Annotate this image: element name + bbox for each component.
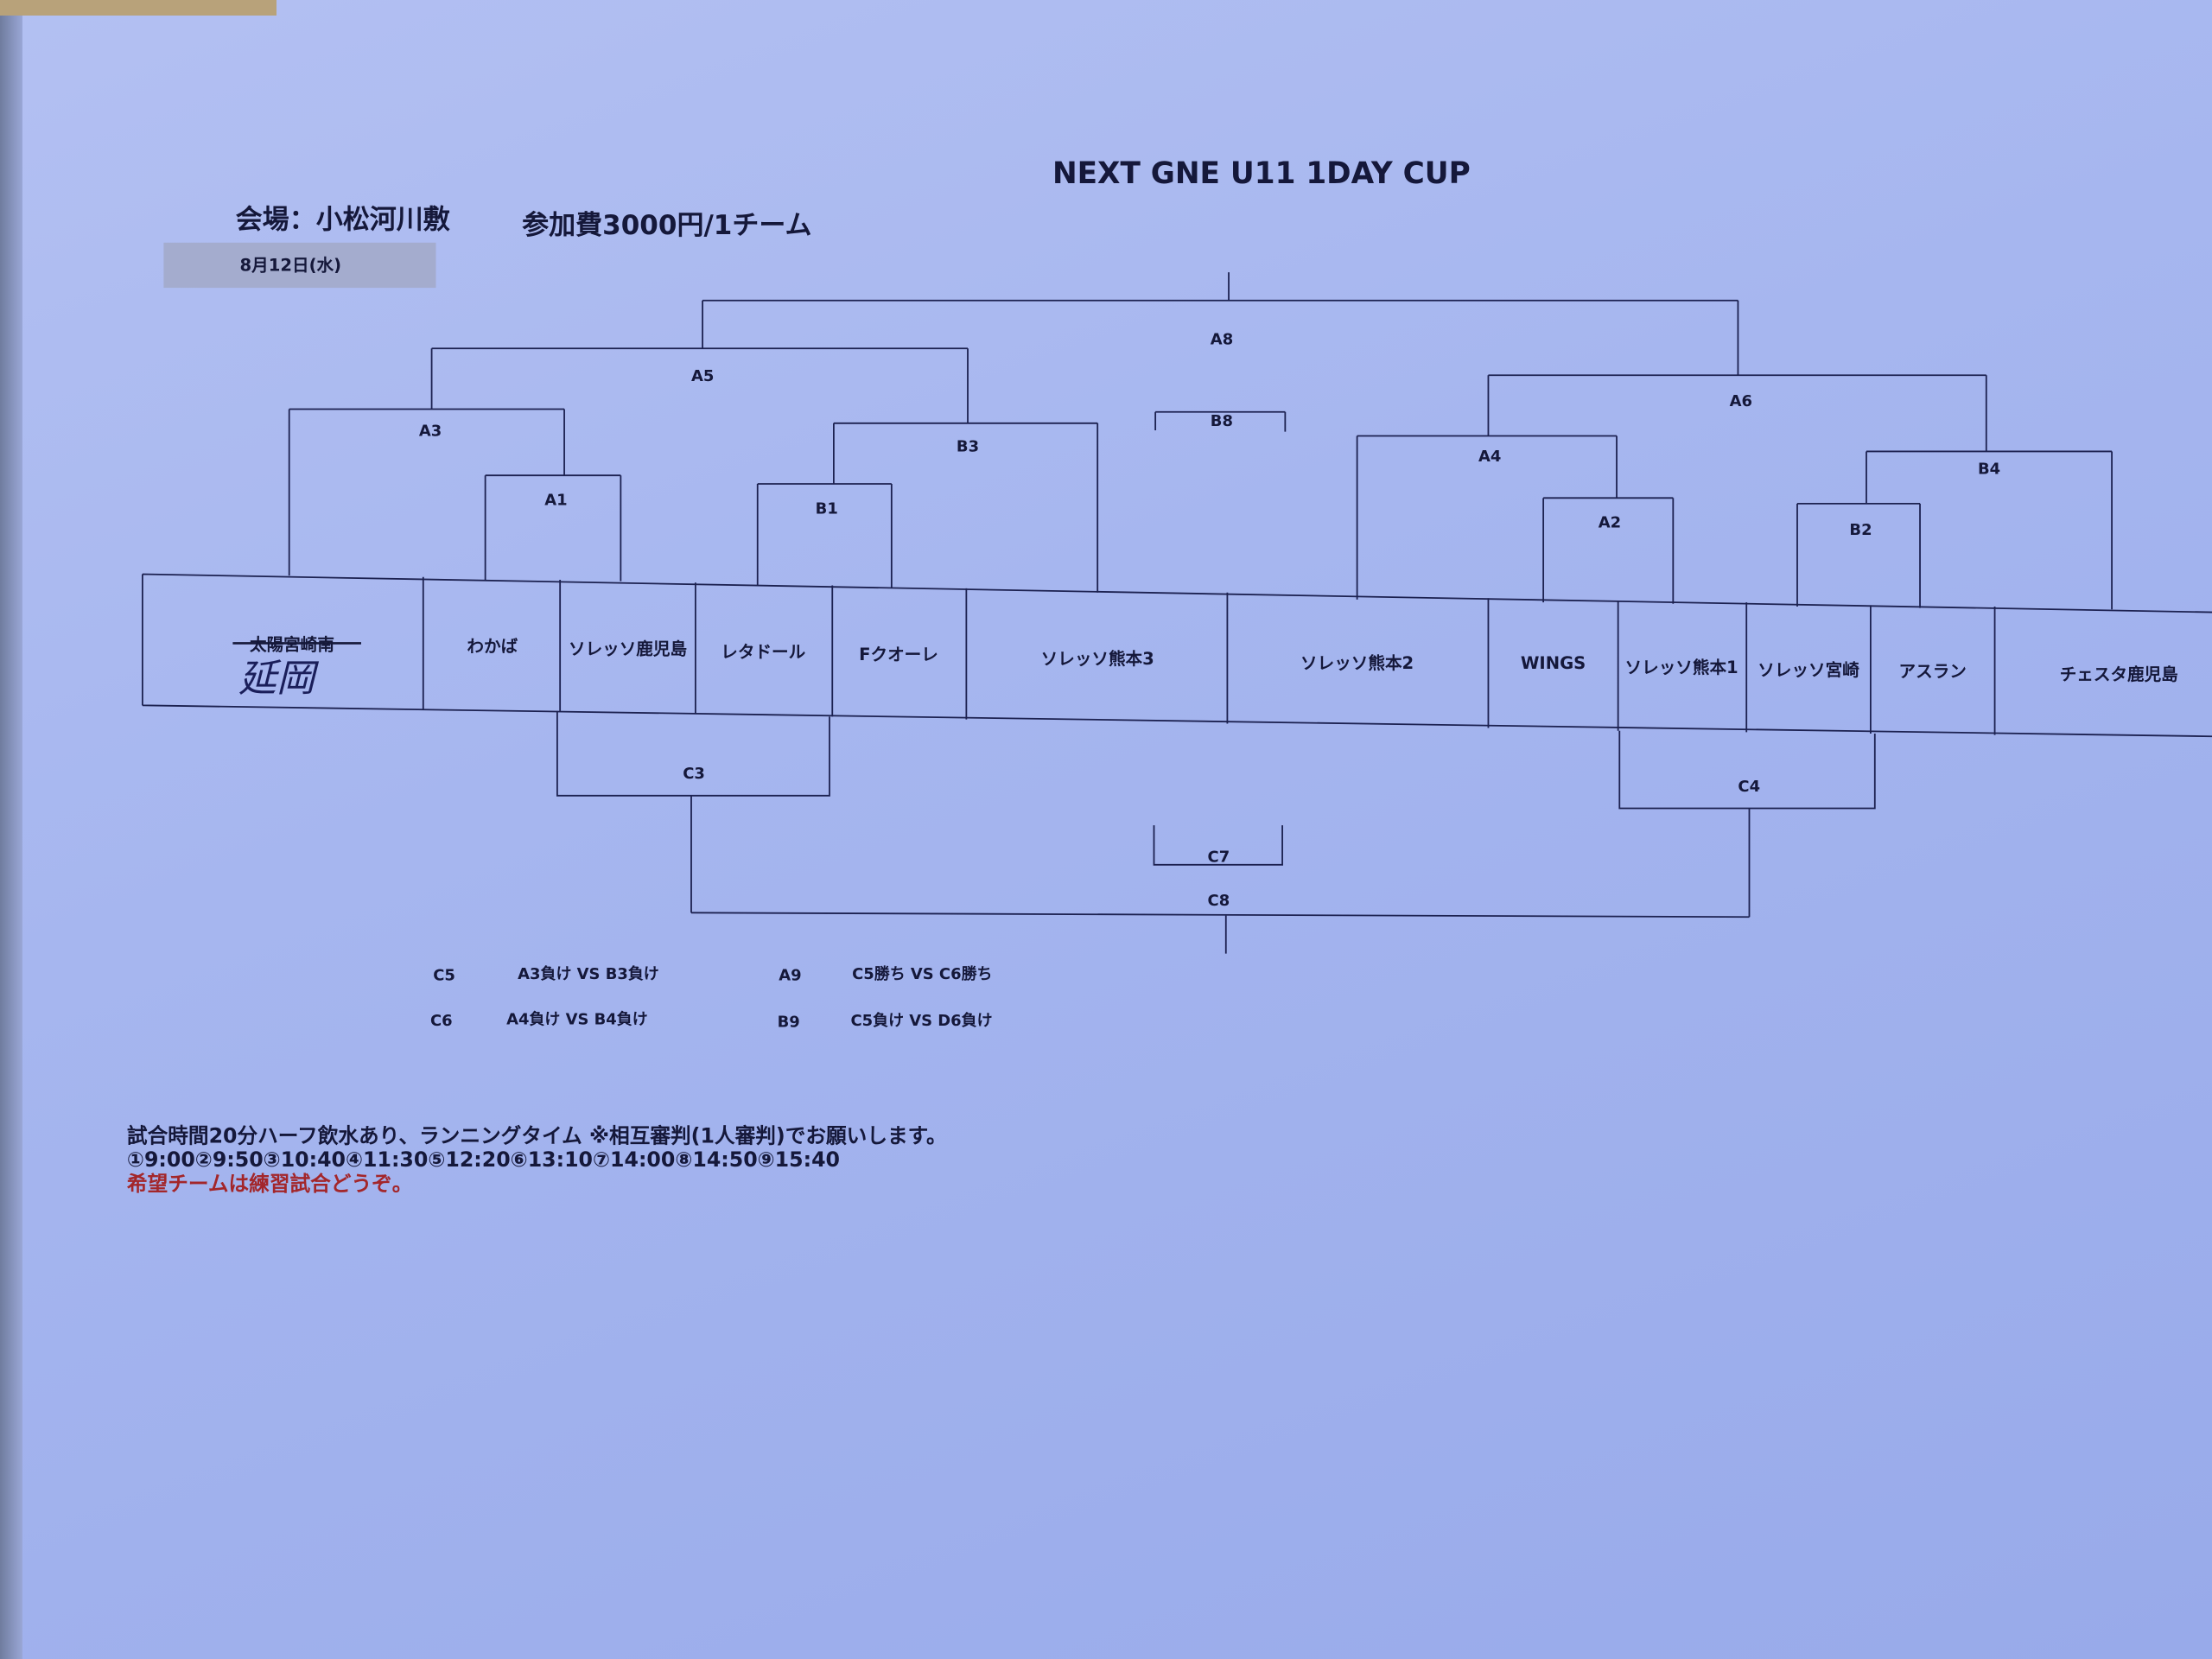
rules-note: 試合時間20分ハーフ飲水あり、ランニングタイム ※相互審判(1人審判)でお願いし… (127, 1123, 947, 1147)
match-A8: A8 (1211, 330, 1233, 348)
entry-fee: 参加費3000円/1チーム (522, 210, 811, 241)
date: 8月12日(水) (240, 255, 341, 275)
team-name: ソレッソ宮崎 (1758, 660, 1859, 680)
team-name: レタドール (721, 642, 805, 662)
extra-match-id: A9 (779, 967, 801, 985)
extra-matches: C5 A3負け VS B3負け C6 A4負け VS B4負け A9 C5勝ち … (430, 964, 993, 1032)
document-title: NEXT GNE U11 1DAY CUP (1052, 156, 1471, 191)
team-name: ソレッソ鹿児島 (569, 639, 687, 659)
bracket-lines (142, 272, 2212, 954)
team-name: WINGS (1521, 653, 1586, 673)
team-name: ソレッソ熊本1 (1625, 658, 1738, 677)
team-name: アスラン (1899, 662, 1967, 682)
match-A2: A2 (1599, 514, 1621, 532)
practice-note: 希望チームは練習試合どうぞ。 (127, 1172, 412, 1196)
match-B3: B3 (957, 437, 979, 455)
extra-match-id: C5 (433, 967, 455, 985)
extra-match-desc: C5勝ち VS C6勝ち (852, 964, 992, 983)
date-box (163, 242, 436, 289)
extra-match-desc: A4負け VS B4負け (506, 1009, 648, 1028)
team-name: ソレッソ熊本3 (1041, 649, 1154, 669)
extra-match-desc: A3負け VS B3負け (518, 964, 659, 983)
match-B8: B8 (1211, 412, 1233, 430)
match-A5: A5 (691, 367, 714, 385)
match-B2: B2 (1849, 521, 1872, 539)
table-edge (0, 0, 22, 1659)
match-A3: A3 (419, 422, 442, 440)
handwritten-team-name: 延岡 (238, 657, 320, 701)
team-name: ソレッソ熊本2 (1300, 653, 1414, 673)
venue: 会場：小松河川敷 (236, 204, 450, 235)
extra-match-id: B9 (778, 1014, 800, 1032)
match-A1: A1 (544, 491, 567, 509)
extra-match-desc: C5負け VS D6負け (850, 1011, 992, 1030)
match-C4: C4 (1738, 778, 1760, 796)
match-C3: C3 (683, 765, 705, 783)
team-name: チェスタ鹿児島 (2060, 664, 2178, 684)
team-name: 太陽宮崎南 (250, 635, 334, 655)
match-C7: C7 (1208, 849, 1230, 867)
team-name: Fクオーレ (859, 645, 938, 664)
match-A4: A4 (1478, 448, 1501, 466)
team-name: わかば (467, 636, 518, 656)
match-A6: A6 (1730, 392, 1752, 410)
match-B4: B4 (1978, 461, 2000, 479)
match-times: ①9:00②9:50③10:40④11:30⑤12:20⑥13:10⑦14:00… (127, 1147, 840, 1172)
match-C8: C8 (1208, 892, 1230, 910)
tape-strip (0, 0, 276, 16)
team-row: 太陽宮崎南 延岡 わかば ソレッソ鹿児島 レタドール Fクオーレ ソレッソ熊本3… (232, 635, 2178, 701)
match-B1: B1 (816, 499, 838, 518)
extra-match-id: C6 (430, 1012, 453, 1030)
